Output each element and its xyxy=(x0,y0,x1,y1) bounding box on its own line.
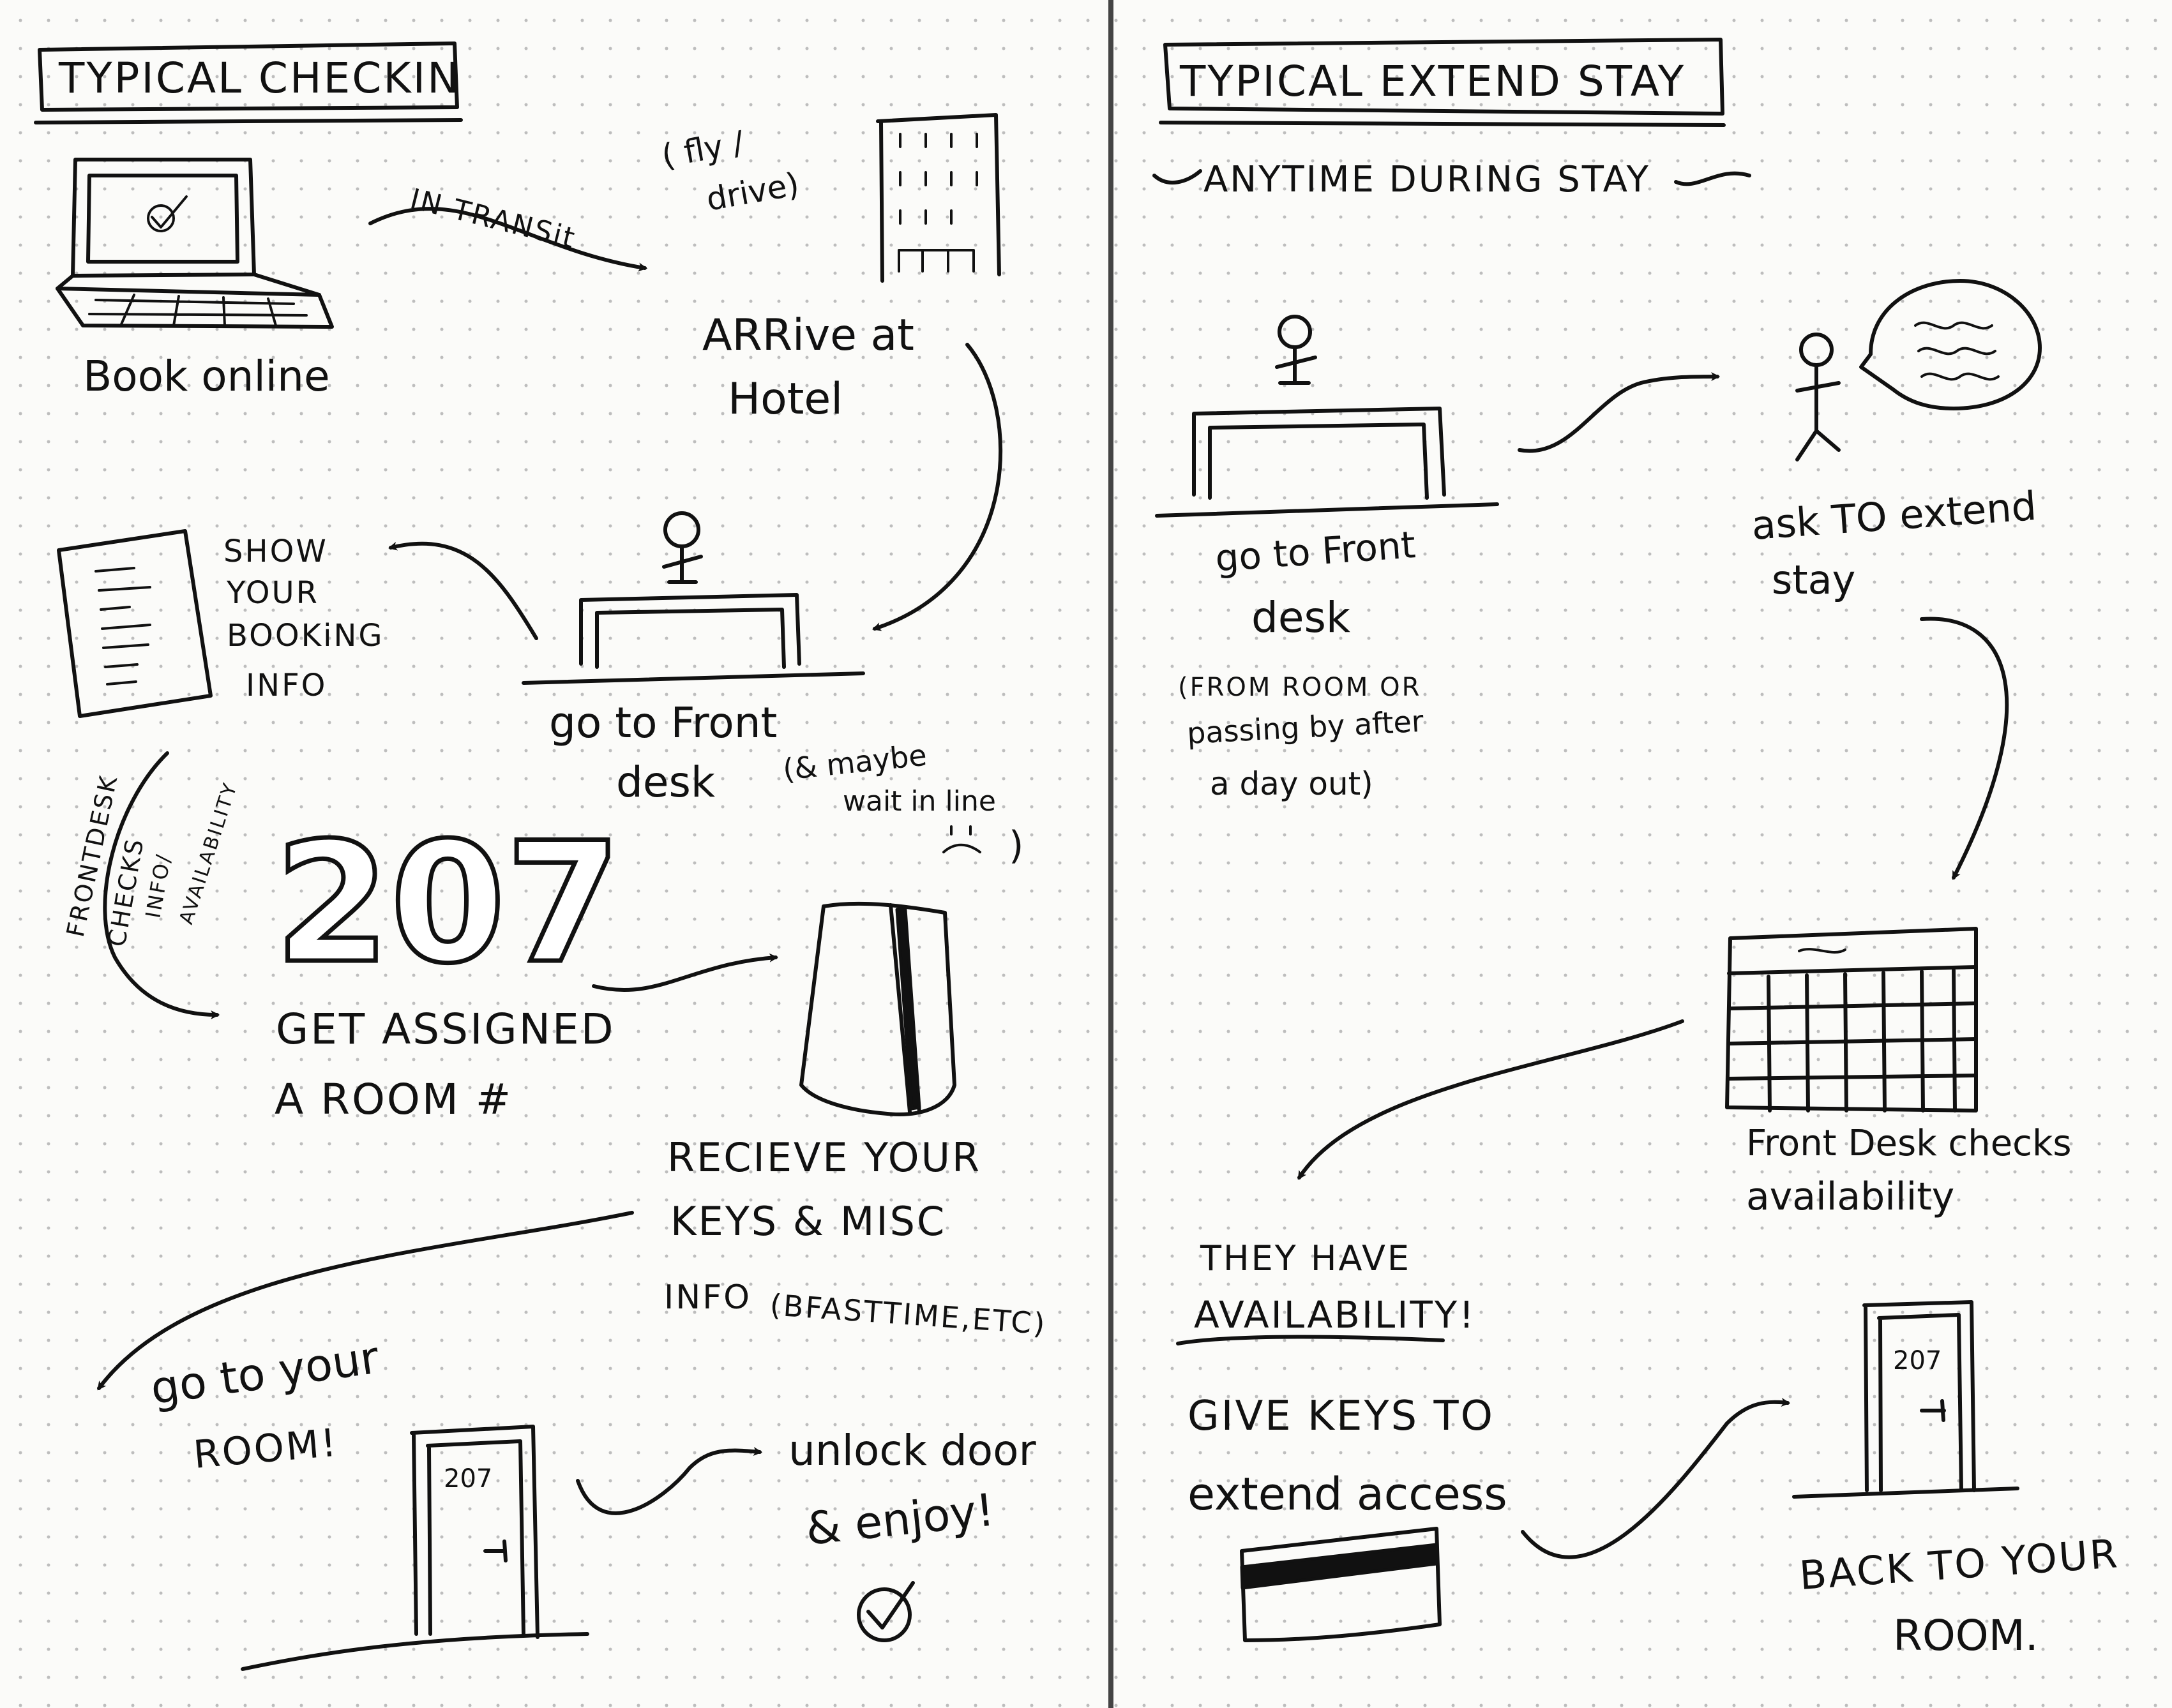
show-label-3: BOOKiNG xyxy=(227,618,384,654)
left-title-box: TYPICAL CHECKIN xyxy=(34,41,463,124)
receive-label-4: (BFASTTIME,ETC) xyxy=(769,1287,1048,1341)
receive-label-3: INFO xyxy=(664,1278,751,1317)
arrow-icon xyxy=(388,541,538,640)
ask-label-1: ask TO extend xyxy=(1750,483,2038,549)
door-number-left: 207 xyxy=(444,1464,492,1494)
front-desk-person-icon xyxy=(522,511,865,685)
left-title: TYPICAL CHECKIN xyxy=(58,54,461,103)
book-online-label: Book online xyxy=(83,352,330,401)
arrow-icon xyxy=(1518,372,1721,453)
person-icon xyxy=(1795,333,1841,461)
right-title-box: TYPICAL EXTEND STAY xyxy=(1159,38,1726,127)
assigned-label-2: A ROOM # xyxy=(275,1075,513,1124)
right-checks-label-1: Front Desk checks xyxy=(1746,1123,2072,1164)
goroom-label-1: go to your xyxy=(147,1331,382,1415)
in-transit-label: IN TRANSit xyxy=(407,183,579,255)
right-title: TYPICAL EXTEND STAY xyxy=(1179,57,1686,106)
fly-label: ( fly / xyxy=(659,124,746,175)
frontdesk-note-1: (& maybe xyxy=(781,738,929,787)
show-label-4: INFO xyxy=(246,668,327,703)
checks-label-4: AVAILABILITY xyxy=(175,779,242,927)
arrow-icon xyxy=(1297,1019,1684,1180)
unlock-label-2: & enjoy! xyxy=(803,1483,997,1555)
back-label-1: BACK TO YOUR xyxy=(1798,1530,2121,1599)
arrow-icon xyxy=(1920,617,2009,880)
show-label-2: YOUR xyxy=(226,575,319,611)
arrow-icon xyxy=(1521,1398,1791,1559)
squiggle-left xyxy=(1152,169,1202,185)
keys-label-2: extend access xyxy=(1188,1468,1507,1520)
arrow-icon xyxy=(576,1447,763,1515)
front-desk-person-icon xyxy=(1155,315,1499,518)
right-frontdesk-note-1: (FROM ROOM OR xyxy=(1178,673,1421,702)
calendar-icon xyxy=(1725,927,1978,1112)
goroom-label-2: ROOM! xyxy=(192,1420,340,1478)
right-frontdesk-label-2: desk xyxy=(1251,593,1351,642)
door-number-right: 207 xyxy=(1893,1346,1942,1375)
checks-label-2: CHECKS xyxy=(103,835,149,949)
right-frontdesk-label-1: go to Front xyxy=(1214,523,1417,580)
arrow-icon xyxy=(103,751,220,1019)
show-label-1: SHOW xyxy=(223,534,328,569)
arrow-icon xyxy=(97,1211,634,1391)
key-card-icon xyxy=(1240,1527,1442,1642)
room-number-display: 207 xyxy=(275,807,621,1000)
have-label-1: THEY HAVE xyxy=(1200,1238,1411,1278)
hotel-building-icon xyxy=(876,113,1001,283)
door-icon xyxy=(1792,1300,2019,1499)
frontdesk-label-1: go to Front xyxy=(549,698,777,747)
key-card-icon xyxy=(799,901,956,1116)
frontdesk-note-2: wait in line xyxy=(843,785,996,818)
right-checks-label-2: availability xyxy=(1746,1174,1954,1219)
panel-divider xyxy=(1108,0,1113,1708)
document-icon xyxy=(57,529,213,718)
drive-label: drive) xyxy=(704,165,802,218)
frontdesk-label-2: desk xyxy=(616,758,716,807)
right-subtitle: ANYTIME DURING STAY xyxy=(1203,159,1650,200)
receive-label-1: RECIEVE YOUR xyxy=(667,1134,981,1181)
squiggle-right xyxy=(1674,171,1751,186)
checks-label-3: INFO/ xyxy=(140,851,176,920)
arrive-label-1: ARRive at xyxy=(702,310,914,361)
keys-label-1: GIVE KEYS TO xyxy=(1188,1393,1495,1440)
arrow-icon xyxy=(368,207,648,272)
unlock-label-1: unlock door xyxy=(788,1426,1037,1475)
door-icon xyxy=(241,1425,589,1671)
right-frontdesk-note-2: passing by after xyxy=(1186,704,1424,751)
back-label-2: ROOM. xyxy=(1893,1611,2039,1660)
receive-label-2: KEYS & MISC xyxy=(670,1198,946,1245)
arrive-label-2: Hotel xyxy=(728,374,843,424)
laptop-icon xyxy=(56,158,334,329)
right-panel: TYPICAL EXTEND STAY ANYTIME DURING STAY … xyxy=(1152,38,2121,1660)
have-label-2: AVAILABILITY! xyxy=(1194,1293,1475,1337)
have-underline xyxy=(1176,1335,1445,1345)
assigned-label-1: GET ASSIGNED xyxy=(276,1005,615,1054)
arrow-icon xyxy=(592,953,779,993)
arrow-icon xyxy=(872,343,1003,631)
ask-label-2: stay xyxy=(1772,557,1855,603)
right-frontdesk-note-3: a day out) xyxy=(1210,765,1373,802)
left-panel: TYPICAL CHECKIN Book online IN TRANSit (… xyxy=(34,41,1048,1671)
checkmark-icon xyxy=(857,1581,915,1642)
sad-face-icon xyxy=(942,825,981,853)
frontdesk-note-3: ) xyxy=(1009,823,1023,868)
speech-bubble-icon xyxy=(1859,279,2042,410)
